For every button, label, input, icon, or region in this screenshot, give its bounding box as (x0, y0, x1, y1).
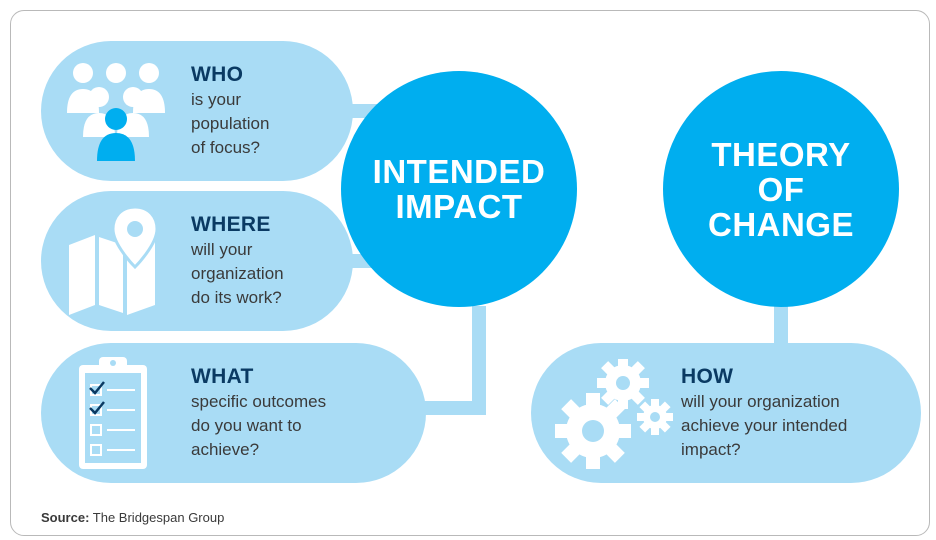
map-pin-icon (69, 205, 159, 315)
how-line-3: impact? (681, 440, 741, 459)
how-line-1: will your organization (681, 392, 840, 411)
theory-of-change-label: THEORY OF CHANGE (707, 135, 854, 243)
people-group-icon (67, 63, 165, 161)
diagram-frame: WHO is your population of focus? WHERE w… (10, 10, 930, 536)
who-line-2: population (191, 114, 270, 133)
what-line-3: achieve? (191, 440, 260, 459)
gears-icon (555, 359, 673, 469)
who-title: WHO (191, 63, 244, 86)
what-pill: WHAT specific outcomes do you want to ac… (41, 343, 426, 483)
source-note: Source: The Bridgespan Group (41, 510, 224, 525)
who-line-1: is your (191, 90, 242, 109)
source-text: The Bridgespan Group (92, 510, 225, 525)
clipboard-checklist-icon (79, 357, 147, 469)
what-line-2: do you want to (191, 416, 302, 435)
source-label: Source: (41, 510, 90, 525)
intended-impact-circle: INTENDED IMPACT (341, 71, 577, 307)
how-title: HOW (681, 365, 734, 388)
who-pill: WHO is your population of focus? (41, 41, 353, 181)
who-line-3: of focus? (191, 138, 260, 157)
how-pill: HOW will your organization achieve your … (531, 343, 921, 483)
where-line-1: will your (191, 240, 253, 259)
where-line-2: organization (191, 264, 284, 283)
how-line-2: achieve your intended (681, 416, 848, 435)
where-title: WHERE (191, 213, 271, 236)
where-line-3: do its work? (191, 288, 282, 307)
what-title: WHAT (191, 365, 254, 388)
intended-impact-label: INTENDED IMPACT (372, 153, 546, 225)
theory-of-change-circle: THEORY OF CHANGE (663, 71, 899, 307)
where-pill: WHERE will your organization do its work… (41, 191, 353, 331)
what-line-1: specific outcomes (191, 392, 327, 411)
